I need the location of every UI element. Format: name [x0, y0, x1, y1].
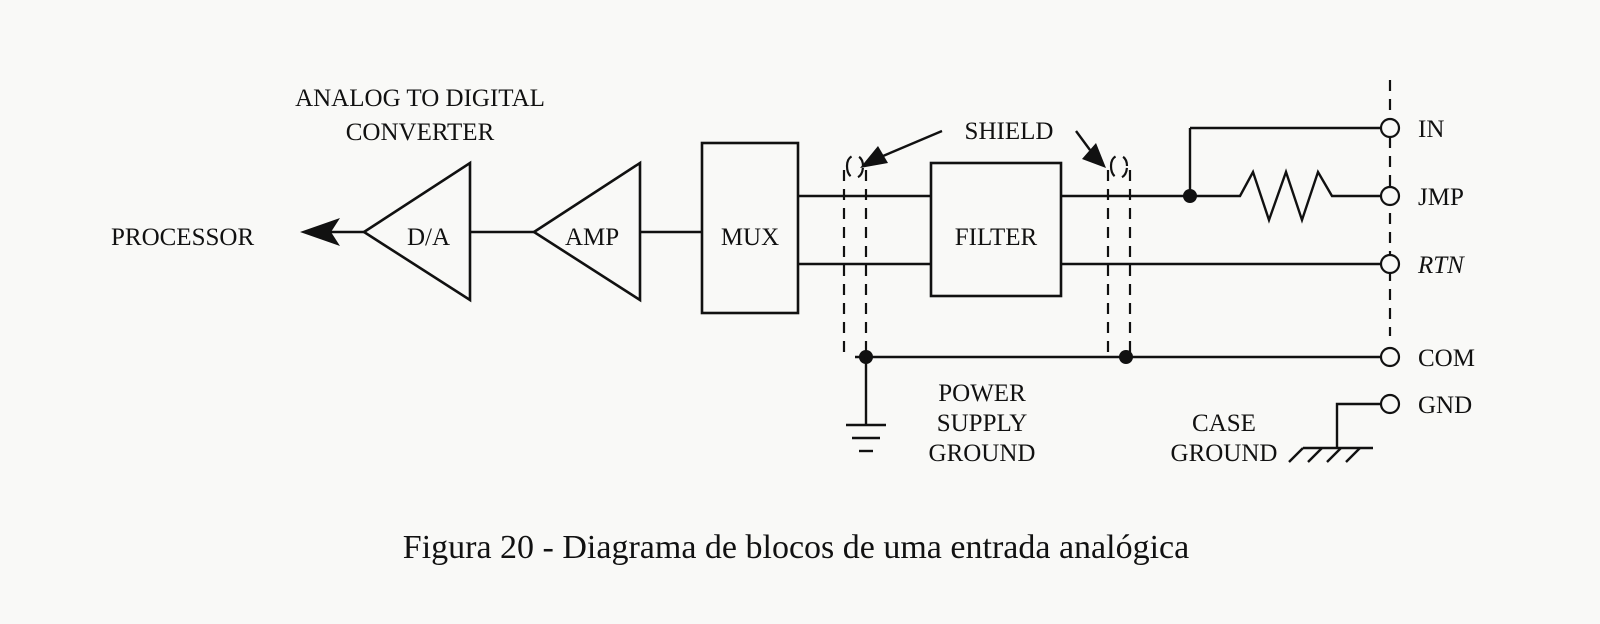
power-ground-line2: SUPPLY: [937, 410, 1028, 437]
case-ground-line1: CASE: [1192, 410, 1256, 437]
adc-title-line1: ANALOG TO DIGITAL: [295, 85, 545, 112]
da-label: D/A: [407, 224, 450, 251]
arrow-left-icon: [300, 218, 340, 246]
wire-gnd: [1335, 402, 1380, 448]
arrow-down-right-icon: [1082, 143, 1106, 168]
terminal-in-label: IN: [1418, 116, 1444, 143]
resistor: [1190, 168, 1380, 224]
filter-block: [929, 161, 1063, 298]
terminal-gnd: [1379, 393, 1401, 415]
power-ground-line1: POWER: [938, 380, 1026, 407]
terminal-in: [1379, 117, 1401, 139]
power-ground-line3: GROUND: [929, 440, 1036, 467]
shield-left: [842, 154, 868, 356]
figure-caption: Figura 20 - Diagrama de blocos de uma en…: [403, 529, 1189, 566]
mux-block: [700, 141, 800, 315]
terminal-rtn: [1379, 253, 1401, 275]
mux-label: MUX: [721, 224, 779, 251]
terminal-rtn-label: RTN: [1417, 252, 1465, 279]
shield-pointer-right-line: [1075, 130, 1091, 151]
filter-label: FILTER: [955, 224, 1038, 251]
terminal-jmp: [1379, 185, 1401, 207]
shield-label: SHIELD: [965, 118, 1054, 145]
junction-dot-shield-right: [1119, 350, 1133, 364]
adc-title-line2: CONVERTER: [346, 119, 495, 146]
shield-pointer-left-line: [882, 129, 943, 158]
terminal-jmp-label: JMP: [1418, 184, 1464, 211]
ground-icon: [846, 423, 886, 453]
processor-label: PROCESSOR: [111, 224, 254, 251]
terminal-com: [1379, 346, 1401, 368]
case-ground-line2: GROUND: [1171, 440, 1278, 467]
amp-label: AMP: [565, 224, 619, 251]
chassis-ground-icon: [1288, 446, 1373, 463]
terminal-gnd-label: GND: [1418, 392, 1472, 419]
terminal-com-label: COM: [1418, 345, 1475, 372]
shield-right: [1106, 154, 1132, 356]
arrow-down-left-icon: [860, 146, 888, 168]
